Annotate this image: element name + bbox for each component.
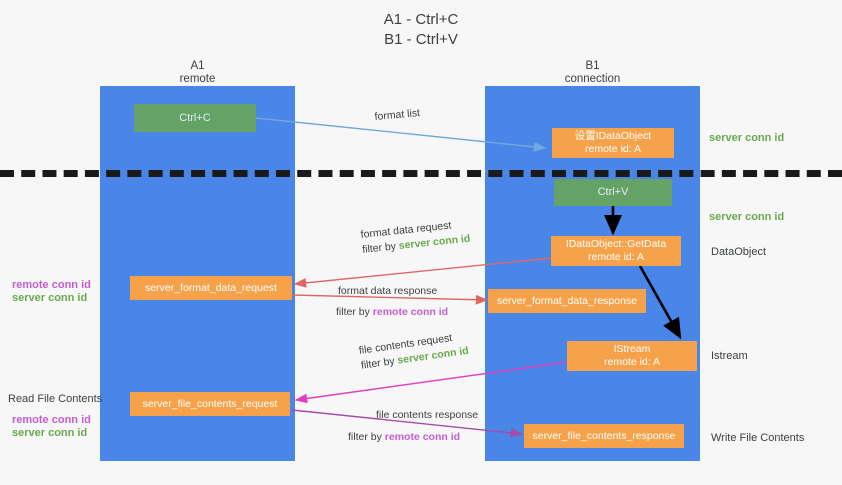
title-line-1: A1 - Ctrl+C (383, 11, 459, 28)
box-ctrl-v[interactable]: Ctrl+V (554, 179, 672, 206)
box-istream-line2: remote id: A (603, 356, 661, 368)
annotation-format-data-response: format data response filter by remote co… (336, 284, 448, 320)
annotation-file-contents-response-line1: file contents response (376, 409, 479, 421)
box-server-format-data-request-line1: server_format_data_request (145, 281, 277, 294)
lane-b1-name: B1 (585, 60, 600, 72)
annotation-format-list: format list (374, 106, 421, 125)
label-write-file-contents: Write File Contents (711, 432, 805, 444)
box-server-file-contents-request[interactable]: server_file_contents_request (130, 392, 290, 416)
box-ctrl-c[interactable]: Ctrl+C (134, 104, 256, 132)
filter-prefix: filter by (360, 354, 399, 372)
lane-header-a1: A1 remote (100, 60, 295, 86)
annotation-format-data-request: format data request filter by server con… (360, 217, 471, 258)
filter-prefix: filter by (361, 240, 400, 256)
box-istream[interactable]: IStream remote id: A (567, 341, 697, 371)
filter-prefix: filter by (348, 431, 385, 443)
box-set-data-object[interactable]: 设置IDataObject remote id: A (552, 128, 674, 158)
label-server-conn-id-1: server conn id (12, 292, 88, 304)
label-read-file-contents: Read File Contents (8, 393, 103, 405)
box-server-format-data-request[interactable]: server_format_data_request (130, 276, 292, 300)
annotation-format-data-response-line2: filter by remote conn id (336, 305, 448, 320)
box-ctrl-v-line1: Ctrl+V (597, 186, 629, 198)
filter-prefix: filter by (336, 306, 373, 318)
title-line-2: B1 - Ctrl+V (384, 31, 458, 48)
lane-b1-subtitle: connection (564, 73, 621, 85)
lane-a1-subtitle: remote (179, 73, 216, 85)
box-set-data-object-line2: remote id: A (584, 143, 642, 155)
label-remote-conn-id-2: remote conn id (12, 414, 91, 426)
page-title: A1 - Ctrl+C B1 - Ctrl+V (0, 10, 842, 50)
filter-value-remote-conn-id: remote conn id (384, 431, 461, 443)
label-istream: Istream (711, 350, 748, 362)
phase-divider (0, 170, 842, 177)
label-server-conn-id-top: server conn id (709, 132, 785, 144)
box-set-data-object-line1: 设置IDataObject (574, 130, 652, 142)
lane-header-b1: B1 connection (485, 60, 700, 86)
annotation-file-contents-response: file contents response filter by remote … (348, 408, 479, 445)
annotation-file-contents-request: file contents request filter by server c… (358, 329, 470, 374)
label-server-conn-id-mid: server conn id (709, 211, 785, 223)
label-remote-conn-id-1: remote conn id (12, 279, 91, 291)
annotation-file-contents-response-line2: filter by remote conn id (348, 430, 478, 445)
label-data-object: DataObject (711, 246, 767, 258)
box-server-file-contents-response[interactable]: server_file_contents_response (524, 424, 684, 448)
label-server-conn-id-2: server conn id (12, 427, 88, 439)
box-server-file-contents-request-line1: server_file_contents_request (142, 397, 278, 410)
box-server-format-data-response[interactable]: server_format_data_response (488, 289, 646, 313)
annotation-format-list-text: format list (374, 107, 421, 123)
lane-a1-name: A1 (190, 60, 205, 72)
box-get-data-line1: IDataObject::GetData (565, 238, 667, 250)
box-istream-line1: IStream (613, 343, 651, 355)
annotation-format-data-response-line1: format data response (338, 285, 438, 297)
box-ctrl-c-line1: Ctrl+C (179, 111, 211, 124)
filter-value-remote-conn-id: remote conn id (372, 306, 449, 318)
box-get-data[interactable]: IDataObject::GetData remote id: A (551, 236, 681, 266)
box-server-format-data-response-line1: server_format_data_response (496, 294, 638, 307)
box-get-data-line2: remote id: A (587, 251, 645, 263)
box-server-file-contents-response-line1: server_file_contents_response (532, 429, 676, 442)
